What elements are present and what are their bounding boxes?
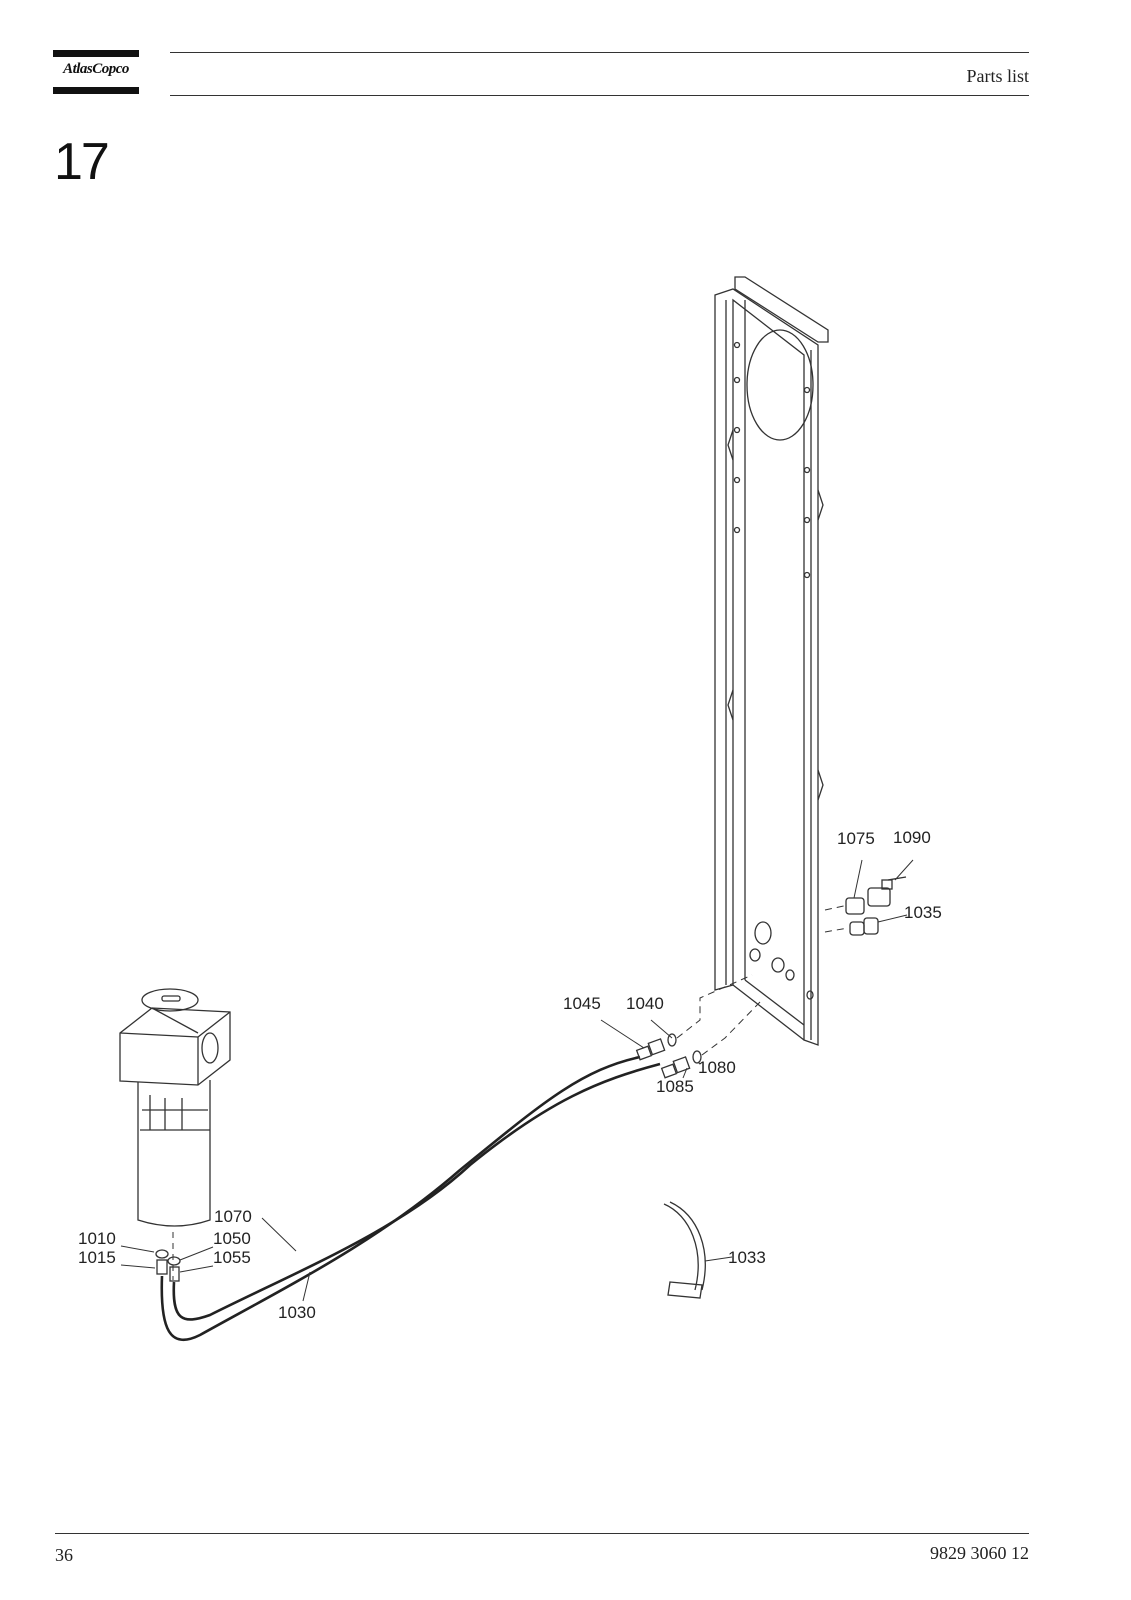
callout-1050: 1050 (213, 1229, 251, 1248)
filter-housing (119, 988, 231, 1227)
callout-1080: 1080 (698, 1058, 736, 1077)
callout-1055: 1055 (213, 1248, 251, 1267)
callout-1033: 1033 (728, 1248, 766, 1267)
header-rule-bottom (170, 95, 1029, 96)
frame-column (714, 276, 829, 1046)
assembly-lines (676, 904, 849, 1056)
logo-wordmark: AtlasCopco (63, 61, 129, 77)
callout-1015: 1015 (78, 1248, 116, 1267)
logo-bar-top (53, 50, 139, 57)
frame-fittings (635, 1033, 702, 1079)
section-number: 17 (54, 133, 110, 191)
callout-1035: 1035 (904, 903, 942, 922)
callout-1030: 1030 (278, 1303, 316, 1322)
callout-1075: 1075 (837, 829, 875, 848)
leader-lines (120, 859, 914, 1302)
footer-document-number: 9829 3060 12 (930, 1543, 1029, 1563)
valve-assembly (845, 876, 907, 936)
callout-1090: 1090 (893, 828, 931, 847)
header-rule-top (170, 52, 1029, 53)
callout-labels: 1010 1015 1030 1033 1035 1040 1045 1050 … (78, 828, 942, 1322)
strap-part (663, 1201, 706, 1299)
callout-1045: 1045 (563, 994, 601, 1013)
callout-1010: 1010 (78, 1229, 116, 1248)
footer-page-number: 36 (55, 1545, 73, 1565)
atlas-copco-logo: AtlasCopco (53, 50, 139, 94)
callout-1070: 1070 (214, 1207, 252, 1226)
logo-bar-bottom (53, 87, 139, 94)
footer-rule (55, 1533, 1029, 1534)
filter-fittings (155, 1249, 181, 1282)
callout-1040: 1040 (626, 994, 664, 1013)
callout-1085: 1085 (656, 1077, 694, 1096)
hoses (160, 1055, 661, 1342)
header-title: Parts list (966, 66, 1029, 86)
